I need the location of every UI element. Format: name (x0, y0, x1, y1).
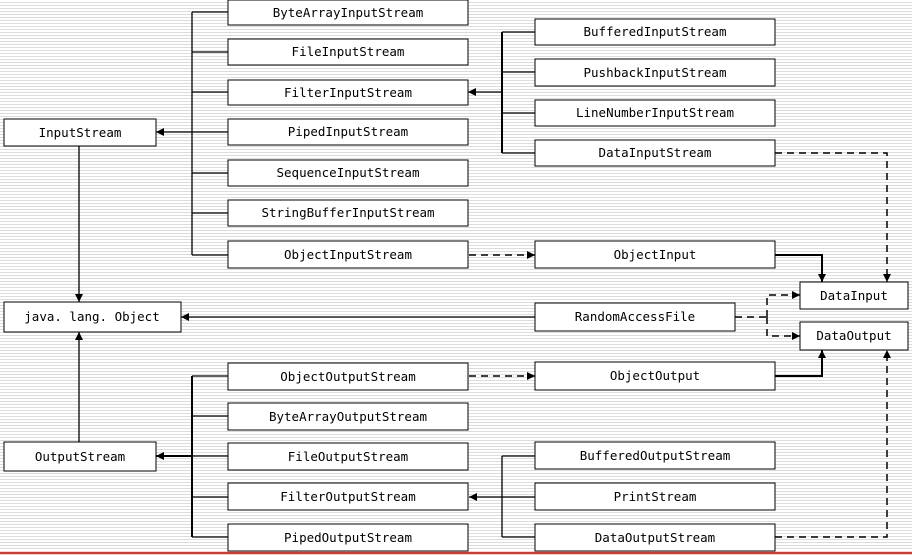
edge-dataout-to-dataoutput (775, 350, 891, 538)
node-label-bytearray-in: ByteArrayInputStream (273, 5, 424, 20)
edge-objectinput-to-datainput (775, 254, 826, 282)
nodes: InputStream java. lang. Object OutputStr… (3, 0, 909, 552)
node-label-objectoutput: ObjectOutput (610, 368, 700, 383)
node-file-in[interactable]: FileInputStream (227, 38, 469, 66)
node-outputstream[interactable]: OutputStream (3, 441, 157, 472)
node-datainput[interactable]: DataInput (799, 281, 909, 310)
node-object-out[interactable]: ObjectOutputStream (227, 362, 469, 391)
node-bytearray-in[interactable]: ByteArrayInputStream (227, 0, 469, 26)
node-label-print: PrintStream (614, 489, 697, 504)
node-label-outputstream: OutputStream (35, 449, 125, 464)
node-sequence-in[interactable]: SequenceInputStream (227, 159, 469, 187)
node-label-stringbuffer-in: StringBufferInputStream (261, 205, 434, 220)
node-data-out[interactable]: DataOutputStream (534, 523, 776, 552)
node-bytearray-out[interactable]: ByteArrayOutputStream (227, 402, 469, 431)
edge-objectoutput-to-dataoutput (775, 350, 826, 377)
node-objectinput[interactable]: ObjectInput (534, 240, 776, 269)
node-label-randomaccess: RandomAccessFile (575, 309, 695, 324)
node-label-filter-in: FilterInputStream (284, 85, 412, 100)
node-inputstream[interactable]: InputStream (3, 118, 157, 147)
node-buffered-in[interactable]: BufferedInputStream (534, 18, 776, 46)
node-label-buffered-in: BufferedInputStream (584, 24, 727, 39)
node-file-out[interactable]: FileOutputStream (227, 442, 469, 471)
node-label-data-in: DataInputStream (599, 145, 712, 160)
node-linenumber-in[interactable]: LineNumberInputStream (534, 99, 776, 127)
node-label-datainput: DataInput (820, 288, 888, 303)
node-label-filter-out: FilterOutputStream (280, 489, 415, 504)
node-object[interactable]: java. lang. Object (3, 301, 182, 333)
node-label-object: java. lang. Object (24, 309, 159, 324)
node-filter-in[interactable]: FilterInputStream (227, 79, 469, 106)
edges (75, 11, 891, 538)
node-piped-out[interactable]: PipedOutputStream (227, 523, 469, 552)
node-label-sequence-in: SequenceInputStream (277, 165, 420, 180)
edge-randomaccess-to-datainput (766, 291, 800, 317)
node-pushback-in[interactable]: PushbackInputStream (534, 58, 776, 87)
node-print[interactable]: PrintStream (534, 482, 776, 511)
node-label-data-out: DataOutputStream (595, 530, 715, 545)
node-label-bytearray-out: ByteArrayOutputStream (269, 409, 427, 424)
node-label-piped-in: PipedInputStream (288, 124, 408, 139)
node-label-pushback-in: PushbackInputStream (584, 65, 727, 80)
node-buffered-out[interactable]: BufferedOutputStream (534, 441, 776, 470)
node-objectoutput[interactable]: ObjectOutput (534, 361, 776, 391)
node-data-in[interactable]: DataInputStream (534, 139, 776, 167)
bottom-divider (0, 552, 912, 554)
node-label-inputstream: InputStream (39, 125, 122, 140)
node-label-buffered-out: BufferedOutputStream (580, 448, 731, 463)
edge-randomaccess-to-dataoutput (766, 317, 800, 340)
node-piped-in[interactable]: PipedInputStream (227, 118, 469, 146)
node-label-file-out: FileOutputStream (288, 449, 408, 464)
node-label-piped-out: PipedOutputStream (284, 530, 412, 545)
node-label-object-in: ObjectInputStream (284, 247, 412, 262)
node-randomaccess[interactable]: RandomAccessFile (534, 302, 736, 332)
edge-datain-to-datainput (775, 152, 891, 282)
node-filter-out[interactable]: FilterOutputStream (227, 482, 469, 511)
node-stringbuffer-in[interactable]: StringBufferInputStream (227, 199, 469, 227)
node-label-dataoutput: DataOutput (816, 328, 891, 343)
node-label-file-in: FileInputStream (292, 44, 405, 59)
node-label-linenumber-in: LineNumberInputStream (576, 105, 734, 120)
node-dataoutput[interactable]: DataOutput (799, 321, 909, 351)
node-label-objectinput: ObjectInput (614, 247, 697, 262)
node-label-object-out: ObjectOutputStream (280, 369, 415, 384)
node-object-in[interactable]: ObjectInputStream (227, 240, 469, 269)
